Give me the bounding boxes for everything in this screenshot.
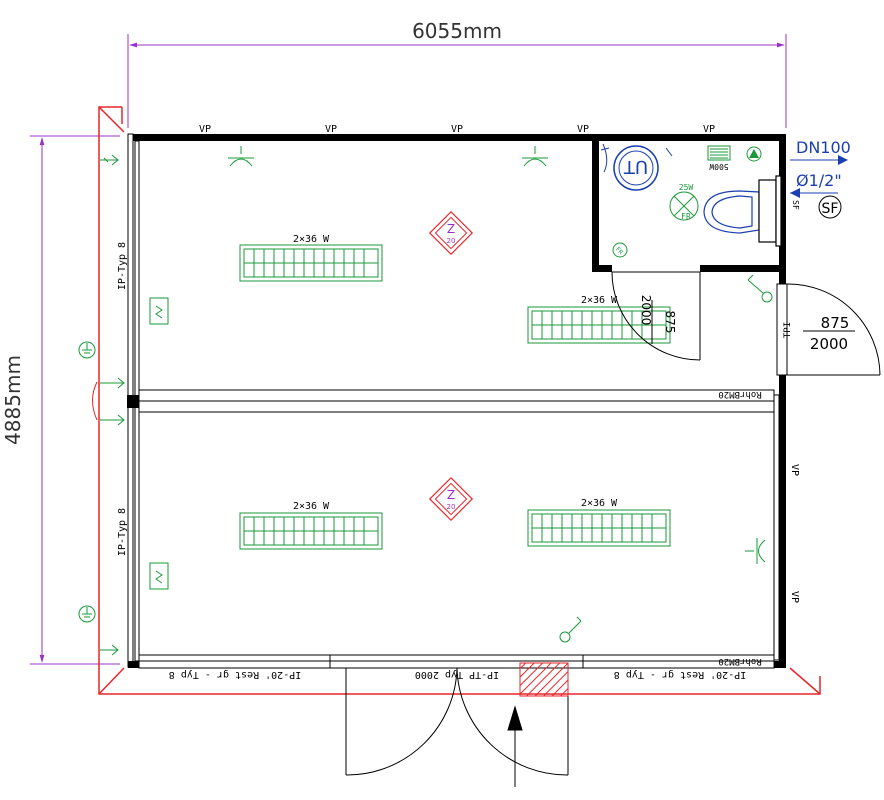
ground-icon <box>78 605 96 623</box>
switch-symbols <box>559 274 773 643</box>
entrance-door <box>345 662 569 787</box>
inner-door-width: 875 <box>663 311 677 334</box>
warning-icon <box>746 146 762 162</box>
toilet-icon <box>703 175 782 247</box>
inner-door-height: 2000 <box>639 295 653 326</box>
walls <box>127 133 788 669</box>
light-label: 2×36 W <box>581 498 618 509</box>
socket-icon <box>228 146 254 167</box>
zone-number: 20 <box>447 503 456 511</box>
divider-tag: RohrBM20 <box>718 389 761 399</box>
ground-icon <box>78 341 96 359</box>
switch-icon <box>559 616 582 643</box>
socket-icon <box>745 538 766 564</box>
wc-room: UT 500W 25W FR <box>600 143 782 258</box>
outer-door: 875 2000 <box>786 283 881 376</box>
light-label: 2×36 W <box>293 234 330 245</box>
light-fixture <box>239 512 383 550</box>
socket-icon <box>522 146 548 167</box>
panel-labels: IP-Typ 8 IP-Typ 8 IP-20' Rest gr - Typ 8… <box>117 242 793 680</box>
height-dimension: 4885mm <box>1 135 120 665</box>
vp-label: VP <box>325 124 337 135</box>
ceiling-lights <box>239 244 671 550</box>
vp-label: VP <box>703 124 715 135</box>
light-label: 2×36 W <box>293 501 330 512</box>
fan-unit: 500W <box>707 145 731 171</box>
zone-marker: Z 20 <box>428 210 474 256</box>
small-tag: FR <box>614 246 624 256</box>
small-lamp: FR <box>612 242 628 258</box>
outer-door-height: 2000 <box>810 335 848 353</box>
vp-label: VP <box>789 591 800 603</box>
height-label: 4885mm <box>1 355 25 445</box>
panel-label-bottom-right: IP-20' Rest gr - Typ 8 <box>614 669 746 680</box>
light-fixture <box>527 509 671 547</box>
heater-icon <box>149 297 169 325</box>
heater-symbols <box>149 297 169 590</box>
drain-label: DN100 <box>796 138 851 157</box>
ground-symbols <box>78 341 96 623</box>
light-fixture <box>239 244 383 282</box>
inner-door: 875 2000 <box>611 271 701 361</box>
heater-label: UT <box>623 156 648 177</box>
heater-power: 500W <box>709 162 728 171</box>
zone-number: 20 <box>447 237 456 245</box>
panel-label-left-top: IP-Typ 8 <box>117 242 128 290</box>
width-label: 6055mm <box>412 19 502 43</box>
panel-label-left-bottom: IP-Typ 8 <box>117 508 128 556</box>
sf-label: SF <box>822 201 839 217</box>
cable-entries <box>92 154 125 656</box>
foundation-outline <box>98 106 821 695</box>
socket-symbols <box>228 146 766 564</box>
width-dimension: 6055mm <box>127 19 787 128</box>
light-fixture <box>527 306 671 344</box>
wc-lamp: 25W FR <box>669 183 699 221</box>
sf-side-label: SF <box>791 200 800 210</box>
switch-icon <box>747 274 773 303</box>
outer-door-width: 875 <box>821 314 850 332</box>
heater-icon <box>149 562 169 590</box>
lamp-tag: FR <box>681 212 691 221</box>
plumbing: DN100 Ø1/2" SF SF <box>790 138 851 219</box>
door-tag: TPI <box>783 322 793 338</box>
vp-label: VP <box>451 124 463 135</box>
vp-label: VP <box>577 124 589 135</box>
water-heater: UT <box>600 143 673 191</box>
water-label: Ø1/2" <box>796 171 842 190</box>
light-label: 2×36 W <box>581 295 618 306</box>
zone-letter: Z <box>447 488 455 502</box>
zone-marker: Z 20 <box>428 476 474 522</box>
panel-label-bottom-left: IP-20' Rest gr - Typ 8 <box>169 669 301 680</box>
vp-label: VP <box>199 124 211 135</box>
vp-labels-top: VP VP VP VP VP VP VP <box>199 124 800 603</box>
lamp-power: 25W <box>679 183 694 192</box>
zone-letter: Z <box>447 222 455 236</box>
vp-label: VP <box>789 464 800 476</box>
bottom-tag: RohrBM20 <box>718 656 761 666</box>
light-labels: 2×36 W 2×36 W 2×36 W 2×36 W <box>293 234 618 512</box>
